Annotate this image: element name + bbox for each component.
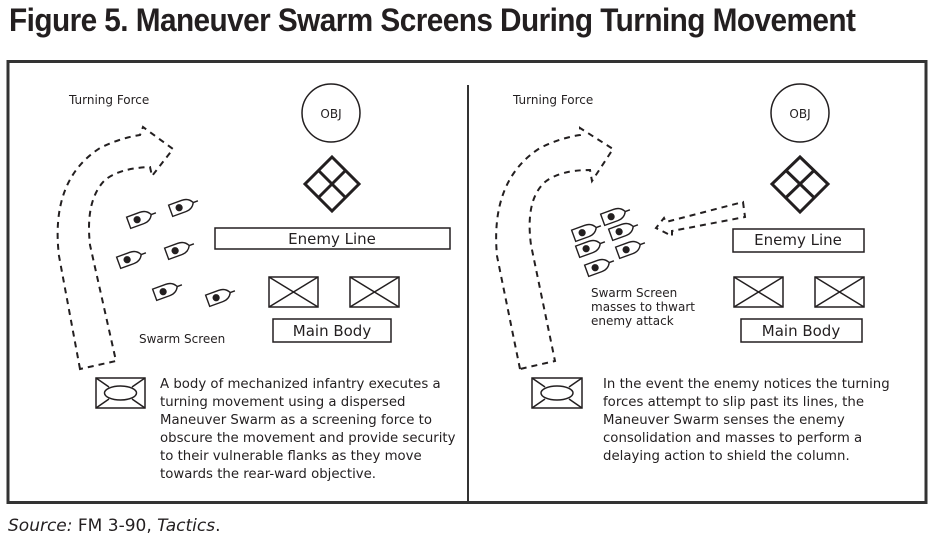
- description-line: towards the rear-ward objective.: [160, 467, 376, 482]
- swarm-drone-icon: [570, 223, 602, 243]
- enemy-diamond-icon: [302, 154, 362, 214]
- main-body-box: [740, 318, 863, 343]
- description-line: consolidation and masses to perform a: [603, 431, 862, 446]
- description-line: Maneuver Swarm as a screening force to: [160, 413, 432, 428]
- mechanized-infantry-icon: [531, 377, 583, 409]
- swarm-drone-icon: [614, 240, 646, 260]
- turning-force-arrow-icon: [56, 125, 175, 371]
- swarm-drone-icon: [125, 210, 157, 230]
- description-line: turning movement using a dispersed: [160, 395, 405, 410]
- enemy-line-label: Enemy Line: [288, 230, 376, 248]
- enemy-attack-arrow-icon: [654, 200, 747, 238]
- swarm-drone-icon: [167, 198, 199, 218]
- swarm-drone-icon: [583, 258, 615, 278]
- source-end: .: [215, 516, 221, 536]
- description-line: In the event the enemy notices the turni…: [603, 377, 890, 392]
- enemy-line-box: [732, 228, 865, 253]
- panel-right: Turning Force OBJ Enemy Line Main Body S: [495, 83, 894, 464]
- objective-label: OBJ: [320, 107, 341, 121]
- panel-left: Turning Force OBJ Enemy Line Main Body: [56, 83, 460, 482]
- figure-title: Figure 5. Maneuver Swarm Screens During …: [9, 2, 856, 38]
- description-right: In the event the enemy notices the turni…: [603, 377, 894, 464]
- swarm-drone-icon: [607, 222, 639, 242]
- swarm-drone-icon: [574, 239, 606, 259]
- turning-force-arrow-icon: [495, 126, 615, 371]
- swarm-screen-label: Swarm Screen masses to thwart enemy atta…: [591, 286, 699, 328]
- swarm-drone-icon: [151, 282, 183, 302]
- source-label: Source:: [8, 516, 73, 536]
- enemy-line-label: Enemy Line: [754, 231, 842, 249]
- mechanized-infantry-icon: [95, 377, 146, 409]
- description-line: Maneuver Swarm senses the enemy: [603, 413, 845, 428]
- description-line: to their vulnerable flanks as they move: [160, 449, 422, 464]
- turning-force-label: Turning Force: [512, 93, 593, 107]
- description-left: A body of mechanized infantry executes a…: [160, 377, 460, 482]
- main-body-label: Main Body: [762, 322, 841, 340]
- main-body-box: [272, 318, 392, 343]
- figure-source: Source: FM 3-90, Tactics.: [8, 516, 221, 536]
- infantry-unit-icon: [814, 276, 865, 308]
- swarm-drone-icon: [204, 288, 236, 308]
- source-work: Tactics: [157, 516, 216, 536]
- description-line: A body of mechanized infantry executes a: [160, 377, 441, 392]
- swarm-label-line: enemy attack: [591, 314, 674, 328]
- description-line: forces attempt to slip past its lines, t…: [603, 395, 864, 410]
- source-text: FM 3-90,: [72, 516, 158, 536]
- swarm-screen-label: Swarm Screen: [139, 332, 225, 346]
- swarm-drone-icon: [599, 207, 631, 227]
- infantry-unit-icon: [349, 276, 400, 308]
- main-body-label: Main Body: [293, 322, 372, 340]
- swarm-label-line: masses to thwart: [591, 300, 695, 314]
- objective-icon: [301, 83, 361, 143]
- objective-label: OBJ: [789, 107, 810, 121]
- description-line: obscure the movement and provide securit…: [160, 431, 456, 446]
- description-line: delaying action to shield the column.: [603, 449, 850, 464]
- enemy-diamond-icon: [769, 154, 831, 215]
- objective-icon: [770, 83, 830, 143]
- infantry-unit-icon: [268, 276, 319, 308]
- turning-force-label: Turning Force: [68, 93, 149, 107]
- infantry-unit-icon: [733, 276, 784, 308]
- swarm-drone-icon: [163, 241, 195, 261]
- swarm-drone-icon: [115, 250, 147, 270]
- enemy-line-box: [214, 227, 451, 250]
- figure-frame: [6, 60, 928, 504]
- swarm-label-line: Swarm Screen: [591, 286, 677, 300]
